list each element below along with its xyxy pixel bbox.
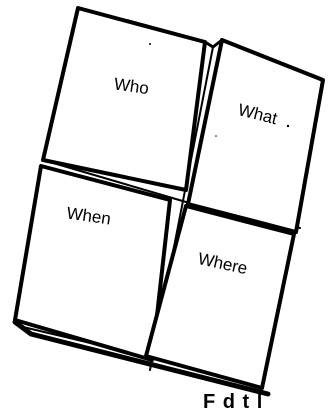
flap-who-shape [43,8,205,190]
flap-who: Who [43,8,205,190]
scan-speck [149,43,151,45]
cut-off-caption: F d t l [203,392,263,412]
scan-speck [215,135,217,137]
scan-speck [287,125,289,127]
